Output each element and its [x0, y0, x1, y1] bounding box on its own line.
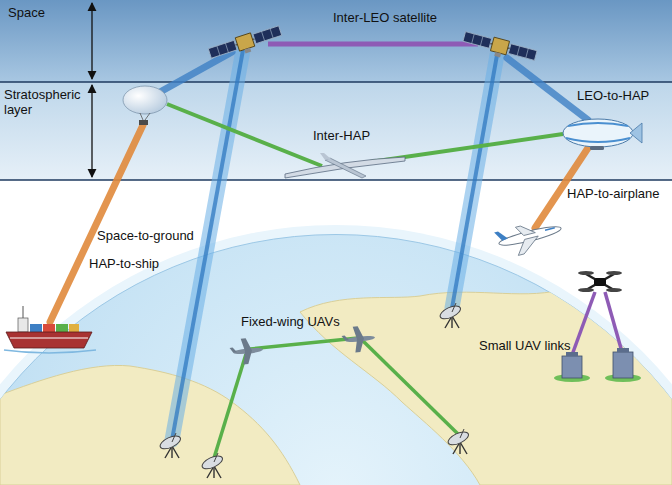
- leo-satellite: [461, 30, 537, 67]
- ground-station: [446, 429, 470, 454]
- height-arrow: [91, 3, 92, 79]
- hap-aircraft: [285, 153, 405, 178]
- layer-name: Stratospheric layer: [4, 88, 90, 118]
- inter-leo-link: [268, 42, 478, 47]
- ground-station: [200, 453, 224, 478]
- link-label: Small UAV links: [478, 338, 572, 354]
- fixed-wing-uav-link: [214, 338, 458, 458]
- inter-hap-link: [167, 104, 563, 166]
- fixed-wing-uav: [341, 325, 377, 354]
- atmosphere-halo: [0, 225, 672, 485]
- airship: [563, 119, 642, 150]
- link-label: Fixed-wing UAVs: [240, 314, 341, 330]
- leo-satellite: [208, 24, 284, 64]
- link-label: HAP-to-airplane: [566, 186, 661, 202]
- buildings: [554, 348, 641, 382]
- ground-station: [438, 303, 462, 328]
- ship: [4, 306, 96, 353]
- stratospheric-balloon: [123, 86, 167, 125]
- drone: [578, 271, 622, 292]
- airplane: [494, 217, 565, 260]
- link-label: HAP-to-ship: [88, 256, 160, 272]
- earth-globe: [0, 235, 672, 485]
- small-uav-link: [572, 292, 622, 355]
- link-label: Space-to-ground: [96, 228, 195, 244]
- ground-station: [158, 433, 182, 458]
- link-label: Inter-HAP: [312, 128, 371, 144]
- space-band-fill: [0, 0, 672, 82]
- leo-to-hap-beam: [160, 52, 588, 120]
- link-label: Inter-LEO satellite: [332, 10, 438, 26]
- layer-name: Space: [8, 6, 78, 21]
- space-to-ground-beam: [172, 50, 497, 440]
- hap-to-ship-link: [50, 125, 143, 322]
- fixed-wing-uav: [229, 337, 265, 366]
- land: [0, 287, 672, 485]
- link-label: LEO-to-HAP: [576, 88, 650, 104]
- stratosphere-band-fill: [0, 82, 672, 180]
- layer-boundary: [0, 81, 672, 83]
- height-arrow: [91, 85, 92, 177]
